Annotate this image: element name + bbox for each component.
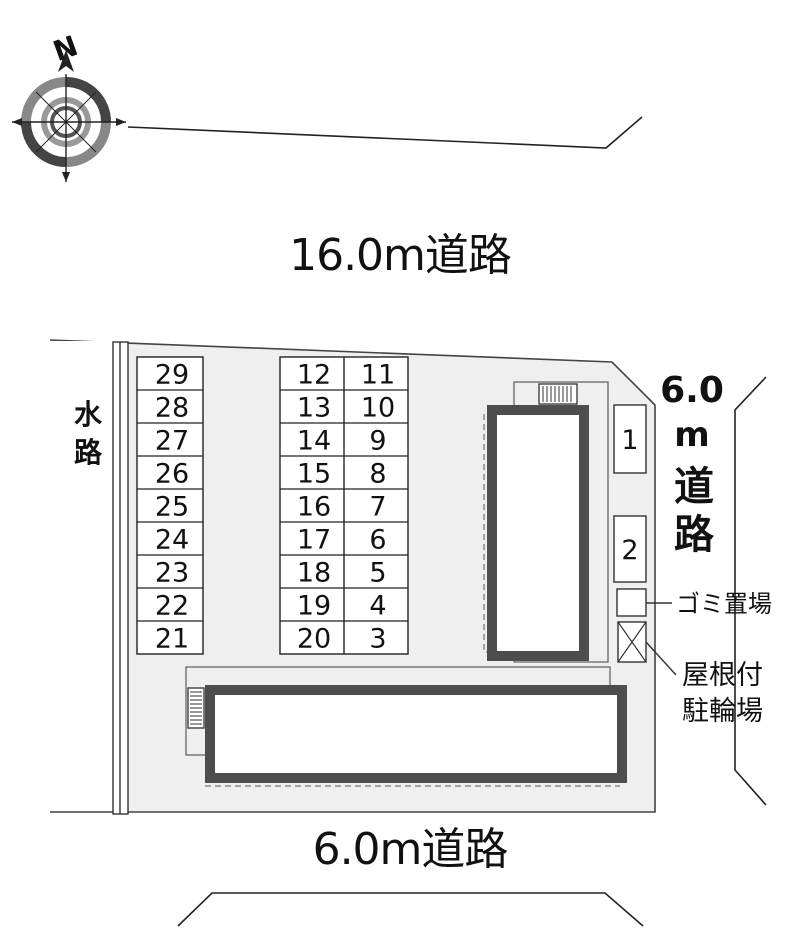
east-road-char-1: 道 — [674, 464, 714, 510]
east-road-char-2: 路 — [674, 512, 715, 558]
parking-space-1: 1 — [613, 404, 647, 474]
parking-space-label: 18 — [297, 558, 331, 589]
parking-space-label: 24 — [155, 525, 189, 556]
parking-space-label: 10 — [361, 393, 395, 424]
parking-space-label: 13 — [297, 393, 331, 424]
parking-space-label: 28 — [155, 393, 189, 424]
waterway-channel — [112, 341, 129, 815]
parking-space-label: 26 — [155, 459, 189, 490]
north-road-label: 16.0m道路 — [289, 230, 511, 281]
parking-space-label: 16 — [297, 492, 331, 523]
waterway-label-1: 水 — [74, 398, 103, 431]
parking-space-label: 7 — [369, 492, 386, 523]
north-road-edge — [127, 116, 643, 149]
garbage-area: ゴミ置場 — [616, 588, 772, 618]
east-road-edge — [734, 376, 767, 806]
vertical-building — [483, 381, 609, 663]
parking-space-label: 9 — [369, 426, 386, 457]
parking-space-label: 19 — [297, 591, 331, 622]
parking-space-label: 5 — [369, 558, 386, 589]
compass-icon: N — [12, 29, 126, 182]
lot-left-blank — [40, 341, 116, 811]
bicycle-label-line1: 屋根付 — [682, 660, 763, 691]
south-road-edge — [177, 892, 644, 927]
parking-left-frame — [136, 356, 204, 655]
parking-space-label: 6 — [369, 525, 386, 556]
garbage-label: ゴミ置場 — [676, 590, 772, 618]
stairs-top — [538, 383, 578, 405]
east-road-label: 6.0 m 道 路 — [660, 370, 724, 558]
parking-space-label: 27 — [155, 426, 189, 457]
parking-space-1-label: 1 — [621, 425, 638, 456]
stairs-left — [187, 687, 205, 729]
east-road-width: 6.0 — [660, 370, 724, 411]
parking-space-label: 25 — [155, 492, 189, 523]
parking-space-label: 4 — [369, 591, 386, 622]
parking-space-label: 17 — [297, 525, 331, 556]
parking-space-label: 12 — [297, 360, 331, 391]
parking-space-2-label: 2 — [621, 535, 638, 566]
parking-space-label: 14 — [297, 426, 331, 457]
parking-space-label: 23 — [155, 558, 189, 589]
parking-space-label: 21 — [155, 624, 189, 655]
parking-space-label: 22 — [155, 591, 189, 622]
waterway-label-2: 路 — [74, 436, 103, 469]
parking-space-label: 15 — [297, 459, 331, 490]
parking-space-label: 29 — [155, 360, 189, 391]
horizontal-building — [185, 666, 627, 787]
parking-space-label: 3 — [369, 624, 386, 655]
bicycle-label-line2: 駐輪場 — [682, 696, 763, 727]
south-road-label: 6.0m道路 — [313, 824, 508, 875]
parking-space-label: 20 — [297, 624, 331, 655]
compass-north-label: N — [49, 29, 82, 68]
parking-middle-columns: 12 11 13 10 14 9 15 8 16 7 17 6 18 5 19 4 20 3 — [279, 356, 409, 655]
parking-space-label: 11 — [361, 360, 395, 391]
parking-space-2: 2 — [613, 515, 647, 583]
bicycle-parking: 屋根付 駐輪場 — [617, 621, 763, 727]
parking-space-label: 8 — [369, 459, 386, 490]
east-road-unit: m — [674, 415, 709, 455]
